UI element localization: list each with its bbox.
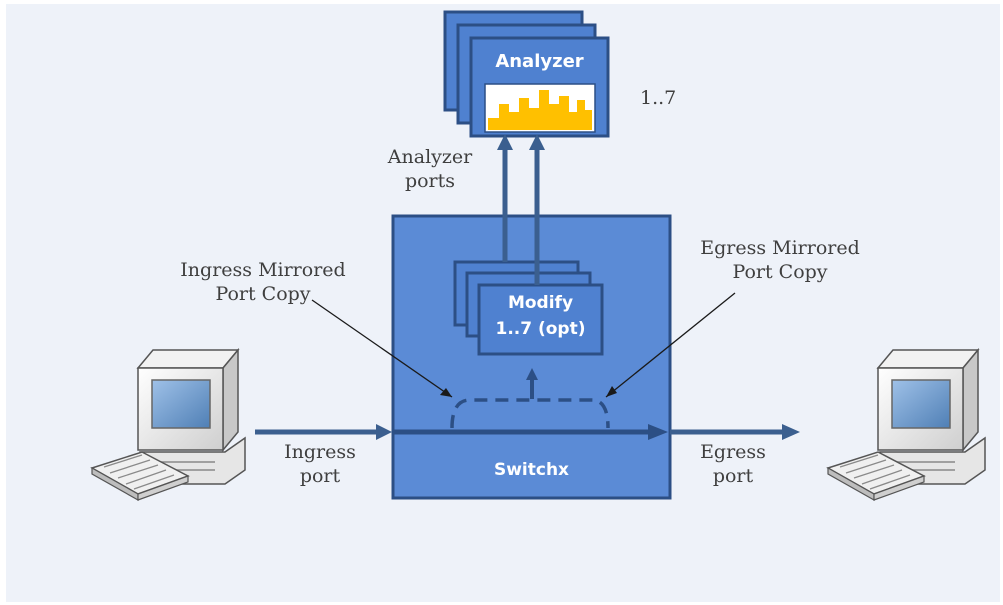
modify-label-line1: Modify bbox=[507, 293, 574, 313]
analyzer-count: 1..7 bbox=[640, 87, 677, 109]
modify-stack bbox=[453, 260, 604, 356]
ingress-mirrored-label-line1: Ingress Mirrored bbox=[180, 259, 346, 281]
ingress-mirrored-callout-line bbox=[311, 299, 453, 398]
ingress-port-label-line1: Ingress bbox=[284, 441, 356, 463]
right-computer-icon bbox=[826, 347, 986, 502]
modify-label-line2: 1..7 (opt) bbox=[495, 319, 586, 339]
egress-mirrored-label-line2: Port Copy bbox=[732, 261, 828, 283]
ingress-port-label: Ingress port bbox=[270, 440, 370, 488]
egress-mirrored-label-line1: Egress Mirrored bbox=[700, 237, 860, 259]
switch-label: Switchx bbox=[493, 460, 570, 480]
analyzer-port-arrowhead-2 bbox=[529, 134, 545, 150]
analyzer-ports-label-line2: ports bbox=[404, 170, 456, 192]
mirror-dashed-path bbox=[450, 398, 610, 429]
egress-mirrored-callout-line bbox=[605, 292, 736, 398]
egress-port-label: Egress port bbox=[683, 440, 783, 488]
egress-mirrored-callout-arrowhead bbox=[606, 386, 617, 397]
analyzer-ports-label: Analyzer ports bbox=[378, 145, 482, 193]
analyzer-chart-icon bbox=[488, 90, 592, 130]
ingress-port-label-line2: port bbox=[299, 465, 341, 487]
analyzer-stack bbox=[443, 10, 610, 138]
egress-arrowhead bbox=[782, 424, 800, 440]
left-computer-icon bbox=[90, 347, 246, 502]
switch-internal-arrowhead bbox=[648, 424, 668, 440]
analyzer-port-arrowhead-1 bbox=[497, 134, 513, 150]
egress-port-label-line2: port bbox=[712, 465, 754, 487]
ingress-mirrored-label-line2: Port Copy bbox=[215, 283, 311, 305]
egress-mirrored-label: Egress Mirrored Port Copy bbox=[680, 236, 880, 284]
modify-card-front bbox=[477, 283, 604, 356]
switch-box bbox=[391, 214, 672, 500]
ingress-mirrored-callout-arrowhead bbox=[440, 388, 452, 397]
mirror-to-modify-arrowhead bbox=[526, 368, 538, 380]
analyzer-ports-label-line1: Analyzer bbox=[387, 146, 473, 168]
analyzer-title: Analyzer bbox=[495, 51, 584, 72]
egress-port-label-line1: Egress bbox=[700, 441, 766, 463]
modify-label: Modify 1..7 (opt) bbox=[479, 290, 602, 342]
ingress-mirrored-label: Ingress Mirrored Port Copy bbox=[152, 258, 374, 306]
ingress-arrowhead bbox=[376, 424, 392, 440]
